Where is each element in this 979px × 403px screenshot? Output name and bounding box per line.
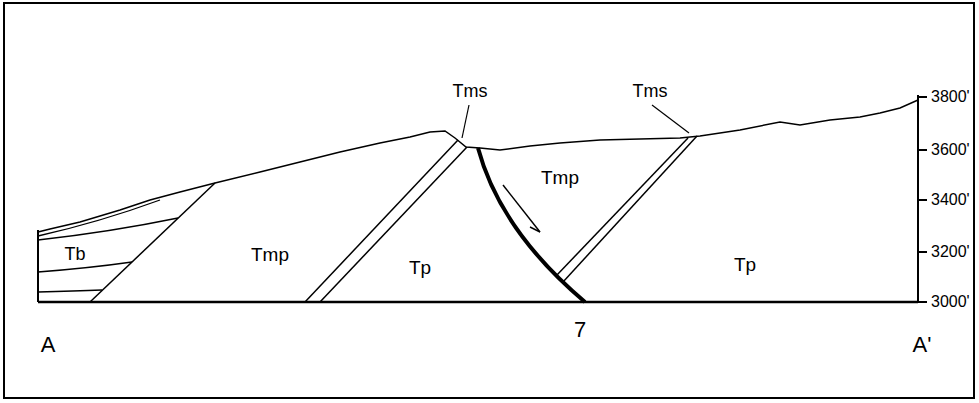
bedding-lines (38, 200, 178, 292)
leader-line (462, 105, 469, 138)
unit-label: Tms (453, 82, 488, 102)
section-end-label: A' (913, 333, 932, 357)
unit-label: Tp (409, 258, 431, 279)
tms-bed (556, 136, 697, 282)
tms-bed (305, 140, 467, 302)
elevation-label: 3000' (931, 293, 970, 311)
unit-label: Tp (734, 255, 756, 276)
section-number: 7 (574, 318, 586, 342)
elevation-label: 3400' (931, 191, 970, 209)
elevation-axis (917, 95, 919, 302)
contact-line (90, 183, 215, 302)
slip-arrow (503, 185, 540, 232)
unit-label: Tmp (541, 168, 579, 189)
leader-line (652, 105, 689, 133)
elevation-label: 3600' (931, 141, 970, 159)
unit-label: Tb (64, 245, 85, 265)
unit-label: Tms (633, 82, 668, 102)
frame (4, 3, 974, 398)
topography (38, 100, 918, 232)
section-edge (37, 230, 39, 302)
axis-ticks (918, 97, 927, 302)
elevation-label: 3200' (931, 243, 970, 261)
unit-label: Tmp (251, 245, 289, 266)
section-end-label: A (41, 333, 56, 357)
fault-line (478, 148, 585, 302)
datum-line (38, 301, 918, 304)
elevation-label: 3800' (931, 88, 970, 106)
